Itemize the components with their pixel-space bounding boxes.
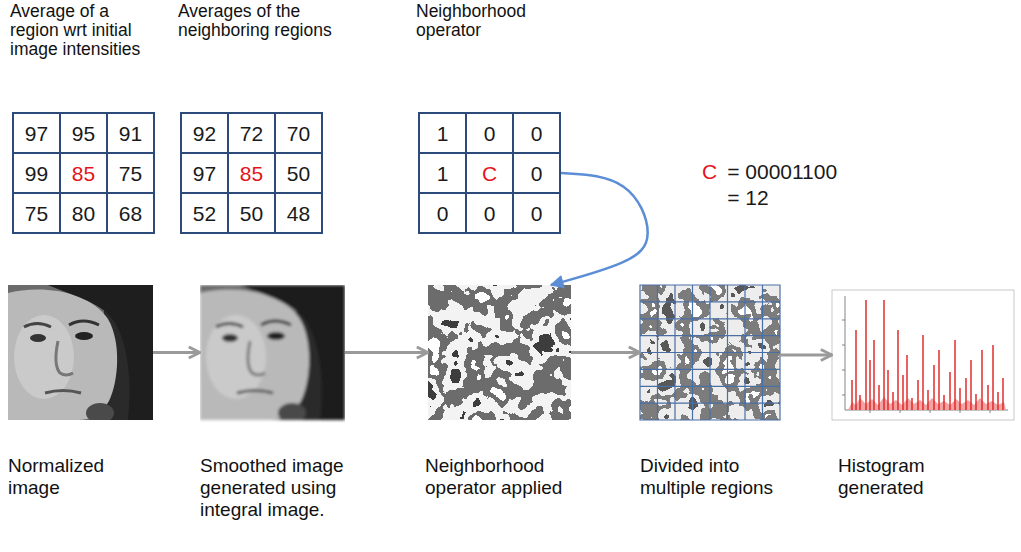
flow-arrow: [345, 351, 428, 354]
cell-value: 72: [240, 123, 263, 144]
table-cell: 52: [182, 194, 227, 232]
cell-value: 1: [437, 163, 449, 184]
code-value: C: [702, 160, 717, 184]
image-caption: Histogram generated: [838, 455, 963, 499]
table-cell: 50: [229, 194, 274, 232]
table-cell: 0: [467, 194, 512, 232]
cell-value: 0: [531, 203, 543, 224]
table-cell: 68: [108, 194, 153, 232]
cell-value: 91: [119, 123, 142, 144]
cell-value: 80: [72, 203, 95, 224]
cell-value: 70: [287, 123, 310, 144]
column-heading: Averages of the neighboring regions: [178, 2, 342, 40]
cell-value: 85: [72, 163, 95, 184]
image-caption: Normalized image: [8, 455, 138, 499]
cell-value: 68: [119, 203, 142, 224]
normalized-face: [8, 285, 153, 423]
cell-value: 0: [531, 123, 543, 144]
flow-arrow: [153, 351, 200, 354]
flow-arrow: [551, 173, 648, 285]
region-grid: [640, 285, 780, 420]
cell-value: 48: [287, 203, 310, 224]
table-cell: 72: [229, 114, 274, 152]
code-value: = 12: [727, 186, 768, 210]
image-panel: Divided into multiple regions: [640, 285, 780, 420]
table-cell: 1: [420, 114, 465, 152]
table-cell: 0: [514, 194, 559, 232]
cell-value: 95: [72, 123, 95, 144]
table-cell: 75: [108, 154, 153, 192]
table-cell: 97: [14, 114, 59, 152]
image-panel: Histogram generated: [832, 290, 1014, 420]
cell-value: C: [482, 163, 497, 184]
smoothed-face: [200, 285, 345, 423]
smoothed-face-image: [200, 285, 345, 423]
code-value: = 00001100: [727, 160, 837, 184]
image-caption: Smoothed image generated using integral …: [200, 455, 352, 521]
table-cell: 75: [14, 194, 59, 232]
table-cell: 0: [467, 114, 512, 152]
table-cell: 1: [420, 154, 465, 192]
table-cell: 0: [514, 154, 559, 192]
cell-value: 0: [484, 123, 496, 144]
lbp-image: [428, 285, 571, 420]
cell-value: 0: [531, 163, 543, 184]
table-cell: 70: [276, 114, 321, 152]
cell-value: 0: [484, 203, 496, 224]
histogram-ticks: [842, 320, 990, 413]
table-cell: 91: [108, 114, 153, 152]
table-cell: 85: [61, 154, 106, 192]
table-cell: 0: [420, 194, 465, 232]
table-cell: 95: [61, 114, 106, 152]
histogram-axis: [845, 296, 1008, 410]
value-grid: Neighborhood operator1001C0000: [418, 112, 561, 234]
image-panel: Smoothed image generated using integral …: [200, 285, 345, 420]
cell-value: 99: [25, 163, 48, 184]
cell-value: 75: [119, 163, 142, 184]
histogram-frame: [832, 290, 1014, 420]
table-cell: 97: [182, 154, 227, 192]
table-cell: 0: [514, 114, 559, 152]
table-cell: C: [467, 154, 512, 192]
table-cell: 99: [14, 154, 59, 192]
cell-value: 50: [240, 203, 263, 224]
value-grid: Averages of the neighboring regions92727…: [180, 112, 323, 234]
cell-value: 92: [193, 123, 216, 144]
cell-value: 1: [437, 123, 449, 144]
image-panel: Neighborhood operator applied: [428, 285, 571, 420]
table-cell: 50: [276, 154, 321, 192]
cell-value: 97: [25, 123, 48, 144]
table-cell: 85: [229, 154, 274, 192]
image-caption: Neighborhood operator applied: [425, 455, 587, 499]
lbp-region-image: [640, 285, 780, 420]
cell-value: 75: [25, 203, 48, 224]
flow-arrow: [571, 351, 640, 354]
image-panel: Normalized image: [8, 285, 153, 420]
cell-value: 52: [193, 203, 216, 224]
image-caption: Divided into multiple regions: [640, 455, 792, 499]
column-heading: Neighborhood operator: [416, 2, 566, 40]
cell-value: 85: [240, 163, 263, 184]
cell-value: 50: [287, 163, 310, 184]
histogram-bars: [852, 300, 1003, 410]
table-cell: 92: [182, 114, 227, 152]
flow-arrow: [780, 354, 832, 357]
column-heading: Average of a region wrt initial image in…: [10, 2, 150, 59]
cell-value: 0: [437, 203, 449, 224]
value-grid: Average of a region wrt initial image in…: [12, 112, 155, 234]
cell-value: 97: [193, 163, 216, 184]
table-cell: 48: [276, 194, 321, 232]
table-cell: 80: [61, 194, 106, 232]
